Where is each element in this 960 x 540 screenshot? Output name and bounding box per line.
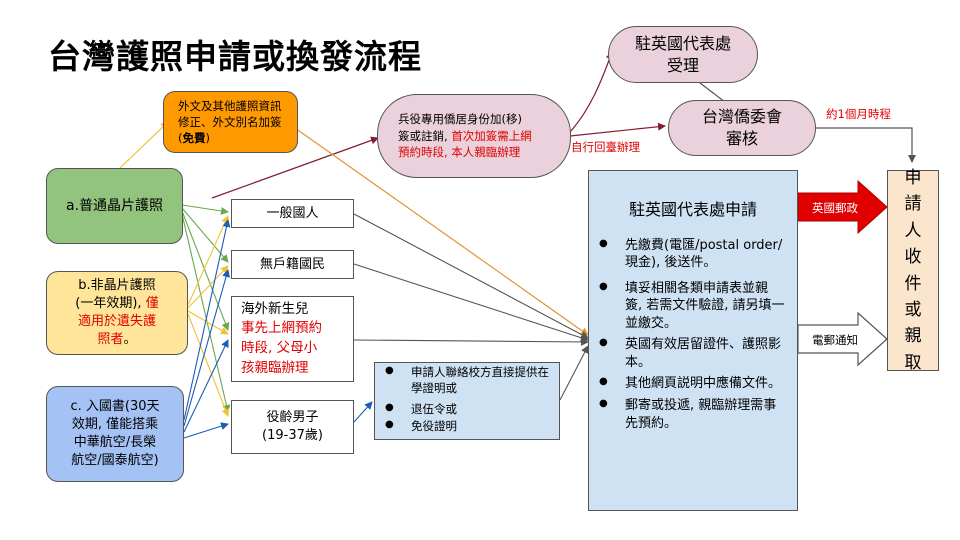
newborn-node: 海外新生兒 事先上網預約 時段, 父母小 孩親臨辦理 xyxy=(231,296,354,382)
receive-char: 申 xyxy=(904,168,922,189)
foreign-line2: 修正、外文別名加簽 xyxy=(178,114,282,129)
free-label: 免費 xyxy=(182,131,206,146)
receive-char: 或 xyxy=(904,299,922,320)
passport-b-line1: b.非晶片護照 xyxy=(78,277,156,293)
embassy-apply-item: 其他網頁説明中應備文件。 xyxy=(589,375,785,393)
connector-embassy-accept-to-ocac xyxy=(699,82,726,103)
passport-b-line2-black: (一年效期), xyxy=(75,295,146,311)
passport-c-node: c. 入國書(30天 效期, 僅能搭乘 中華航空/長榮 航空/國泰航空) xyxy=(46,386,184,482)
embassy-apply-node: 駐英國代表處申請 先繳費(電匯/postal order/現金), 後送件。 填… xyxy=(588,170,798,511)
passport-b-line4-black: 。 xyxy=(123,332,137,348)
conscription-text: 役齡男子 (19-37歲) xyxy=(262,410,323,443)
page-title: 台灣護照申請或換發流程 xyxy=(48,37,422,76)
foreign-info-node: 外文及其他護照資訊 修正、外文別名加簽 (免費) xyxy=(163,91,298,153)
embassy-apply-item: 先繳費(電匯/postal order/現金), 後送件。 xyxy=(589,237,785,272)
passport-b-line2-red: 僅 xyxy=(145,295,159,311)
embassy-apply-item: 填妥相關各類申請表並親簽, 若需文件驗證, 請另填一並繳交。 xyxy=(589,280,785,333)
connector-a-to-foreign xyxy=(119,121,169,169)
ocac-review-node: 台灣僑委會 審核 xyxy=(668,100,816,156)
newborn-line4-red: 孩親臨辦理 xyxy=(241,359,309,376)
military-line2-black: 簽或註銷, xyxy=(398,128,452,143)
email-notice-label: 電郵通知 xyxy=(812,333,858,347)
receive-char: 人 xyxy=(904,220,922,241)
general-citizen-text: 一般國人 xyxy=(266,205,319,221)
embassy-accept-node: 駐英國代表處 受理 xyxy=(608,26,758,83)
military-line2-red: 首次加簽需上網 xyxy=(451,128,532,143)
no-household-node: 無戶籍國民 xyxy=(231,250,354,279)
embassy-apply-item: 郵寄或投遞, 親臨辦理需事先預約。 xyxy=(589,397,785,432)
email-notice-arrow xyxy=(797,311,888,367)
connector-foreign-to-embassy xyxy=(294,127,589,336)
connector-a-to-military xyxy=(211,136,379,199)
one-month-label: 約1個月時程 xyxy=(826,107,891,121)
ocac-review-text: 台灣僑委會 審核 xyxy=(701,107,782,148)
foreign-paren-open: ( xyxy=(178,131,183,146)
passport-b-line3-red: 適用於遺失護 xyxy=(77,314,156,329)
connector-military-to-ocac xyxy=(569,122,666,137)
foreign-paren-close: ) xyxy=(205,131,211,146)
applicant-receive-text: 申 請 人 收 件 或 親 取 xyxy=(905,165,922,376)
self-return-label: 自行回臺辦理 xyxy=(571,140,640,154)
royal-mail-label: 英國郵政 xyxy=(812,201,858,215)
passport-c-text: c. 入國書(30天 效期, 僅能搭乘 中華航空/長榮 航空/國泰航空) xyxy=(70,398,160,469)
military-line1: 兵役專用僑居身份加(移) xyxy=(398,111,522,126)
applicant-receive-node: 申 請 人 收 件 或 親 取 xyxy=(887,168,939,373)
passport-a-text: a.普通晶片護照 xyxy=(65,197,164,214)
student-docs-item: 免役證明 xyxy=(375,418,553,434)
royal-mail-arrow xyxy=(797,179,888,235)
foreign-line1: 外文及其他護照資訊 xyxy=(178,98,282,113)
general-citizen-node: 一般國人 xyxy=(231,199,354,228)
embassy-apply-item: 英國有效居留證件、護照影本。 xyxy=(589,336,785,371)
passport-b-node: b.非晶片護照 (一年效期), 僅 適用於遺失護 照者。 xyxy=(46,271,188,355)
newborn-line3-red: 時段, 父母小 xyxy=(241,340,318,356)
student-docs-item: 申請人聯絡校方直接提供在學證明或 xyxy=(375,364,553,396)
receive-char: 件 xyxy=(904,273,922,294)
military-line3-red: 預約時段, 本人親臨辦理 xyxy=(398,145,521,160)
passport-b-line4-red: 照者 xyxy=(97,332,124,348)
receive-char: 請 xyxy=(904,194,922,215)
student-docs-node: 申請人聯絡校方直接提供在學證明或 退伍令或 免役證明 xyxy=(374,362,560,440)
connector-military-to-embassy-accept xyxy=(569,51,614,133)
conscription-node: 役齡男子 (19-37歲) xyxy=(231,400,354,454)
newborn-line2-red: 事先上網預約 xyxy=(241,320,322,337)
connector-ocac-to-receive xyxy=(815,127,916,163)
passport-a-node: a.普通晶片護照 xyxy=(46,168,183,244)
embassy-apply-heading: 駐英國代表處申請 xyxy=(628,200,757,219)
student-docs-item: 退伍令或 xyxy=(375,401,553,417)
receive-char: 收 xyxy=(904,247,922,268)
student-docs-list: 申請人聯絡校方直接提供在學證明或 退伍令或 免役證明 xyxy=(375,364,553,437)
receive-char: 親 xyxy=(904,326,922,347)
embassy-accept-text: 駐英國代表處 受理 xyxy=(634,33,731,75)
newborn-line1: 海外新生兒 xyxy=(241,300,309,317)
military-node: 兵役專用僑居身份加(移) 簽或註銷, 首次加簽需上網 預約時段, 本人親臨辦理 xyxy=(377,94,571,178)
receive-char: 取 xyxy=(904,352,922,373)
embassy-apply-list: 先繳費(電匯/postal order/現金), 後送件。 填妥相關各類申請表並… xyxy=(589,237,797,436)
no-household-text: 無戶籍國民 xyxy=(259,256,325,272)
